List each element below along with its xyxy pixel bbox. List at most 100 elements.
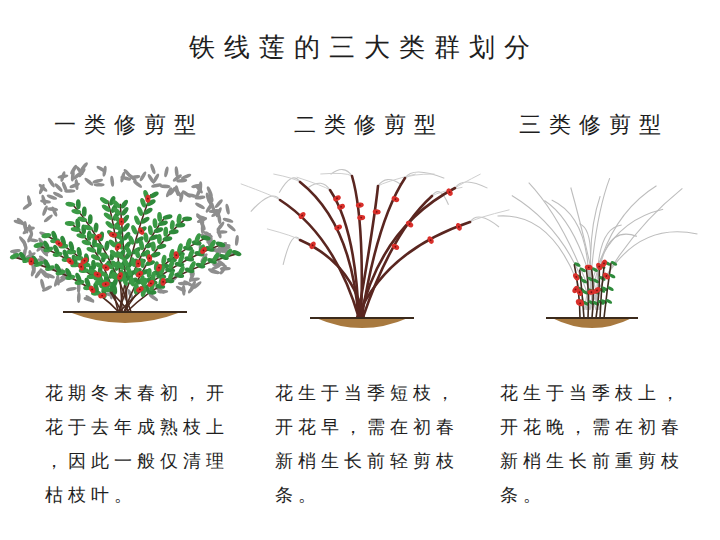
green-leaf (175, 222, 185, 227)
flower-pot (316, 318, 408, 328)
flower-petal (146, 254, 152, 263)
green-leaf (93, 242, 104, 250)
flower-center (394, 198, 396, 200)
plant-type-two (241, 170, 510, 328)
flower (119, 218, 125, 226)
flower-center (336, 197, 338, 199)
green-leaf (185, 237, 193, 248)
green-leaf (157, 275, 165, 286)
flower (576, 300, 585, 307)
withered-leaf (94, 183, 105, 187)
flower-pot (69, 312, 181, 323)
flower (336, 203, 345, 211)
flower-center (83, 259, 86, 262)
green-leaf (74, 272, 82, 283)
withered-leaf (120, 171, 126, 183)
flower (199, 246, 208, 256)
old-shoot (544, 200, 598, 310)
green-leaf (161, 254, 168, 265)
green-leaves (9, 189, 242, 298)
green-leaf (121, 257, 130, 268)
old-shoot (590, 186, 657, 310)
green-leaf (152, 218, 158, 228)
green-leaf (114, 240, 124, 251)
branch (72, 224, 119, 312)
flower (455, 222, 463, 231)
old-shoot (498, 216, 587, 310)
flower-center (91, 288, 94, 291)
green-leaf (168, 259, 176, 270)
green-leaf (156, 243, 167, 250)
flower-center (117, 246, 119, 248)
old-shoot (241, 184, 280, 200)
flower-center (596, 289, 599, 292)
branches (280, 176, 470, 318)
old-shoot (273, 174, 300, 182)
flower-petal (98, 292, 107, 299)
green-leaf (125, 266, 132, 277)
branch (14, 257, 118, 312)
flowers (297, 187, 462, 251)
flower-petal (114, 242, 123, 252)
flower (160, 278, 166, 287)
old-shoot (589, 188, 683, 310)
flower-center (575, 276, 577, 278)
withered-leaf (24, 226, 35, 231)
group-description: 花生于当季枝上，开花晚，需在初春新梢生长前重剪枝条。 (500, 376, 686, 512)
withered-leaf (157, 290, 168, 294)
flower-petal (136, 260, 141, 268)
withered-leaf (129, 174, 140, 179)
flower-center (158, 267, 160, 269)
flower-petal (160, 278, 166, 287)
green-leaf (50, 230, 58, 241)
withered-leaf (47, 207, 58, 211)
withered-leaf (209, 269, 220, 275)
green-leaf (112, 206, 122, 217)
withered-leaf (210, 209, 221, 218)
flower (572, 272, 581, 282)
green-leaf (136, 206, 144, 217)
green-leaf (151, 241, 156, 251)
withered-leaf (41, 205, 48, 217)
flower-petal (65, 257, 75, 266)
flower-center (139, 288, 141, 290)
green-leaf (215, 241, 226, 249)
flower-center (137, 263, 139, 265)
flower (600, 259, 608, 268)
flower-center (105, 283, 107, 285)
green-leaf (111, 199, 121, 209)
old-shoot (405, 174, 435, 178)
withered-leaf (69, 182, 81, 189)
flower-center (121, 221, 123, 223)
withered-leaf (85, 294, 96, 304)
green-leaf (104, 220, 115, 230)
branch (300, 182, 358, 318)
flower-petal (336, 203, 345, 211)
withered-leaf (201, 223, 205, 234)
green-leaf (157, 234, 162, 244)
withered-leaf (18, 235, 27, 246)
withered-leaf (149, 163, 156, 175)
withered-leaf (16, 217, 27, 227)
green-leaf (133, 215, 141, 226)
flower-center (605, 275, 608, 278)
withered-leaf (102, 165, 107, 176)
flower-petal (575, 287, 584, 297)
green-leaf (610, 260, 618, 266)
green-leaf (33, 241, 44, 248)
new-stem (600, 263, 604, 318)
green-leaf (607, 286, 615, 292)
green-leaf (42, 258, 51, 269)
flower (135, 270, 145, 279)
group-description: 花生于当季短枝，开花早，需在初春新梢生长前轻剪枝条。 (275, 376, 461, 512)
green-leaf (147, 225, 153, 236)
diagram-title: 铁线莲的三大类群划分 (189, 30, 539, 65)
flower-center (202, 249, 205, 252)
flower (333, 223, 342, 231)
flower-center (579, 302, 581, 304)
green-leaf (188, 260, 197, 271)
green-leaf (143, 207, 154, 216)
flower (28, 257, 34, 266)
green-leaf (53, 263, 62, 274)
flower-petal (54, 239, 64, 248)
